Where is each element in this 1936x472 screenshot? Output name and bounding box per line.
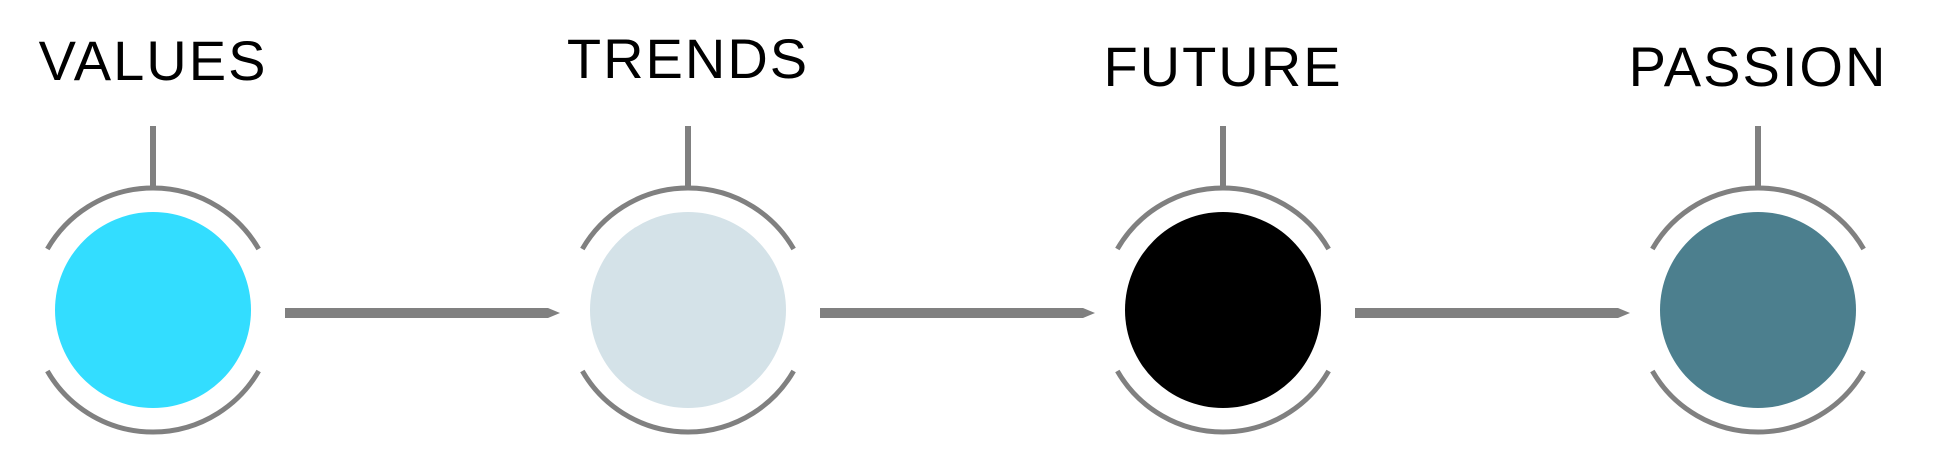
step-bottom-arc-passion: [1650, 369, 1866, 435]
step-circle-values: [55, 212, 251, 408]
step-circle-trends: [590, 212, 786, 408]
step-top-arc-values: [45, 185, 261, 251]
connector-arrow-future-to-passion: [1355, 308, 1630, 318]
step-passion: PASSION: [1629, 35, 1888, 435]
connectors: [285, 308, 1630, 318]
steps: VALUES TRENDS FUTURE PASSION: [39, 27, 1888, 435]
step-values: VALUES: [39, 29, 268, 435]
step-bottom-arc-values: [45, 369, 261, 435]
step-circle-future: [1125, 212, 1321, 408]
step-label-trends: TRENDS: [567, 27, 809, 90]
step-bottom-arc-future: [1115, 369, 1331, 435]
step-top-arc-trends: [580, 185, 796, 251]
step-top-arc-future: [1115, 185, 1331, 251]
step-label-future: FUTURE: [1103, 35, 1342, 98]
step-label-values: VALUES: [39, 29, 268, 92]
connector-arrow-values-to-trends: [285, 308, 560, 318]
step-top-arc-passion: [1650, 185, 1866, 251]
step-future: FUTURE: [1103, 35, 1342, 435]
step-bottom-arc-trends: [580, 369, 796, 435]
step-trends: TRENDS: [567, 27, 809, 435]
connector-arrow-trends-to-future: [820, 308, 1095, 318]
step-label-passion: PASSION: [1629, 35, 1888, 98]
step-circle-passion: [1660, 212, 1856, 408]
